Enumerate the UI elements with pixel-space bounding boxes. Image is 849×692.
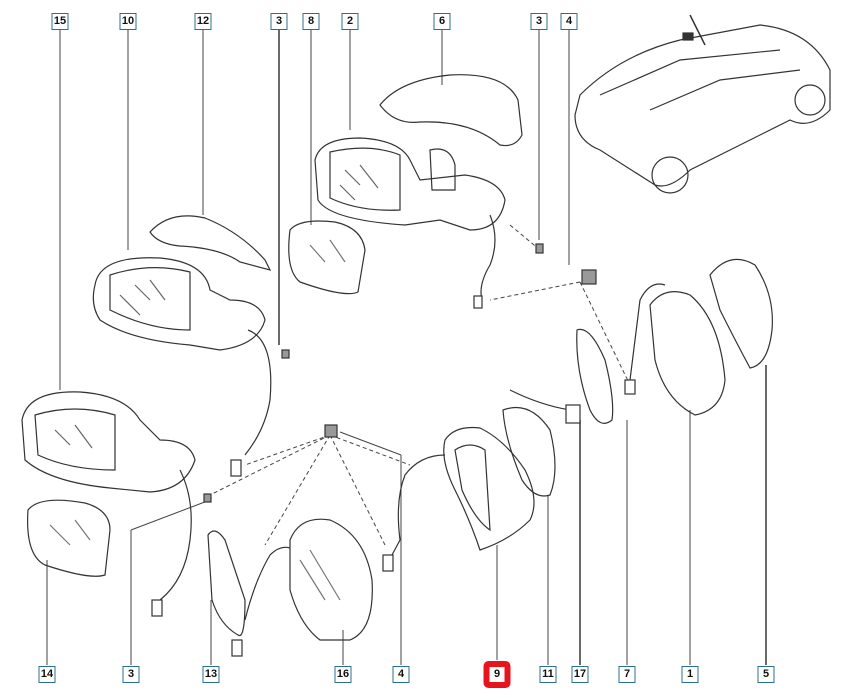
cover-12 [149,215,272,271]
callout-3c[interactable]: 3 [122,666,140,683]
callout-11[interactable]: 11 [539,666,557,683]
mirror-9 [443,426,535,551]
mirror-1 [649,291,726,416]
callout-9-highlighted[interactable]: 9 [484,662,510,687]
callout-14[interactable]: 14 [38,666,56,683]
mirror-glass-7 [576,328,614,424]
mirror-16 [289,518,373,641]
callout-17[interactable]: 17 [571,666,589,683]
callout-label: 10 [121,15,135,27]
callout-label: 4 [397,668,405,680]
callout-1[interactable]: 1 [681,666,699,683]
callout-8[interactable]: 8 [302,13,320,30]
mirror-glass-14 [27,499,111,577]
callout-label: 3 [127,668,135,680]
callout-15[interactable]: 15 [51,13,69,30]
dashed-connectors [209,224,631,546]
cover-5 [709,258,773,369]
mirror-glass-8 [288,220,366,295]
callout-label: 4 [565,15,573,27]
callout-label: 16 [336,668,350,680]
callout-5[interactable]: 5 [757,666,775,683]
callout-3[interactable]: 3 [270,13,288,30]
callout-6[interactable]: 6 [433,13,451,30]
callout-label: 14 [40,668,54,680]
callout-label: 2 [346,15,354,27]
callout-label: 7 [623,668,631,680]
callout-16[interactable]: 16 [334,666,352,683]
callout-label: 17 [573,668,587,680]
callout-12[interactable]: 12 [194,13,212,30]
part-11 [502,406,556,497]
cover-6 [379,74,523,147]
callout-label: 3 [535,15,543,27]
callout-label: 12 [196,15,210,27]
callout-13[interactable]: 13 [202,666,220,683]
mirror-assembly-15 [21,391,212,617]
callout-label: 8 [307,15,315,27]
callout-2[interactable]: 2 [341,13,359,30]
callout-label: 13 [204,668,218,680]
callout-label: 9 [493,668,501,680]
callout-4b[interactable]: 4 [392,666,410,683]
callout-label: 6 [438,15,446,27]
mirror-glass-13 [207,530,246,637]
mirror-assembly-2 [314,137,544,309]
callout-label: 1 [686,668,694,680]
leader-lines [46,30,767,665]
callout-label: 15 [53,15,67,27]
vehicle-illustration [574,14,831,194]
callout-4[interactable]: 4 [560,13,578,30]
callout-label: 5 [762,668,770,680]
callout-3b[interactable]: 3 [530,13,548,30]
callout-7[interactable]: 7 [618,666,636,683]
callout-label: 3 [275,15,283,27]
mirror-assembly-10 [92,257,290,477]
callout-label: 11 [542,668,554,680]
callout-10[interactable]: 10 [119,13,137,30]
